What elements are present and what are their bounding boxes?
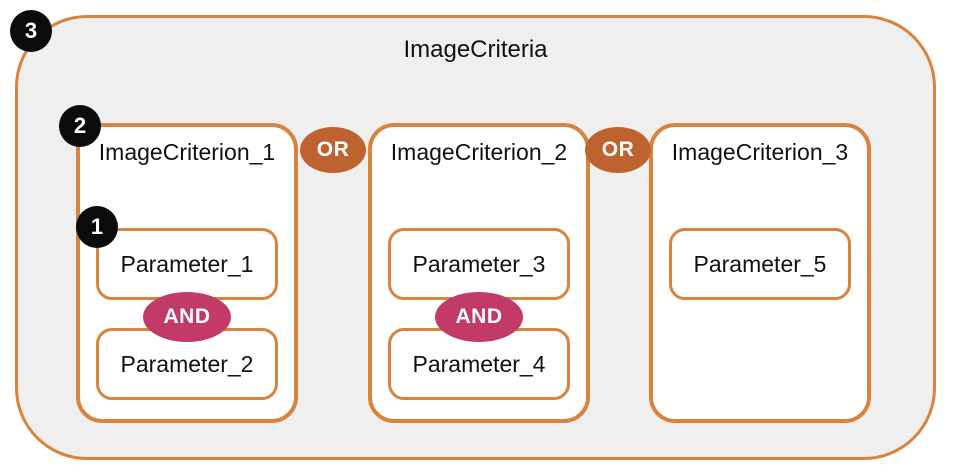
callout-marker-3: 3 <box>10 10 52 52</box>
callout-marker-2: 2 <box>59 105 101 147</box>
and-badge-1: AND <box>143 292 231 342</box>
image-criterion-3-label: ImageCriterion_3 <box>671 139 849 165</box>
parameter-1-box: Parameter_1 <box>96 228 278 300</box>
image-criteria-container: ImageCriteria ImageCriterion_1 Parameter… <box>15 15 936 460</box>
image-criterion-1-box: ImageCriterion_1 Parameter_1 AND Paramet… <box>76 123 298 423</box>
image-criteria-title: ImageCriteria <box>403 36 548 63</box>
parameter-3-box: Parameter_3 <box>388 228 570 300</box>
image-criterion-3-box: ImageCriterion_3 Parameter_5 <box>649 123 871 423</box>
and-badge-2: AND <box>435 292 523 342</box>
callout-marker-1: 1 <box>76 206 118 248</box>
image-criterion-2-box: ImageCriterion_2 Parameter_3 AND Paramet… <box>368 123 590 423</box>
image-criterion-2-label: ImageCriterion_2 <box>390 139 568 165</box>
image-criterion-1-label: ImageCriterion_1 <box>98 139 276 165</box>
or-badge-1: OR <box>300 127 366 173</box>
or-badge-2: OR <box>585 127 651 173</box>
parameter-5-box: Parameter_5 <box>669 228 851 300</box>
